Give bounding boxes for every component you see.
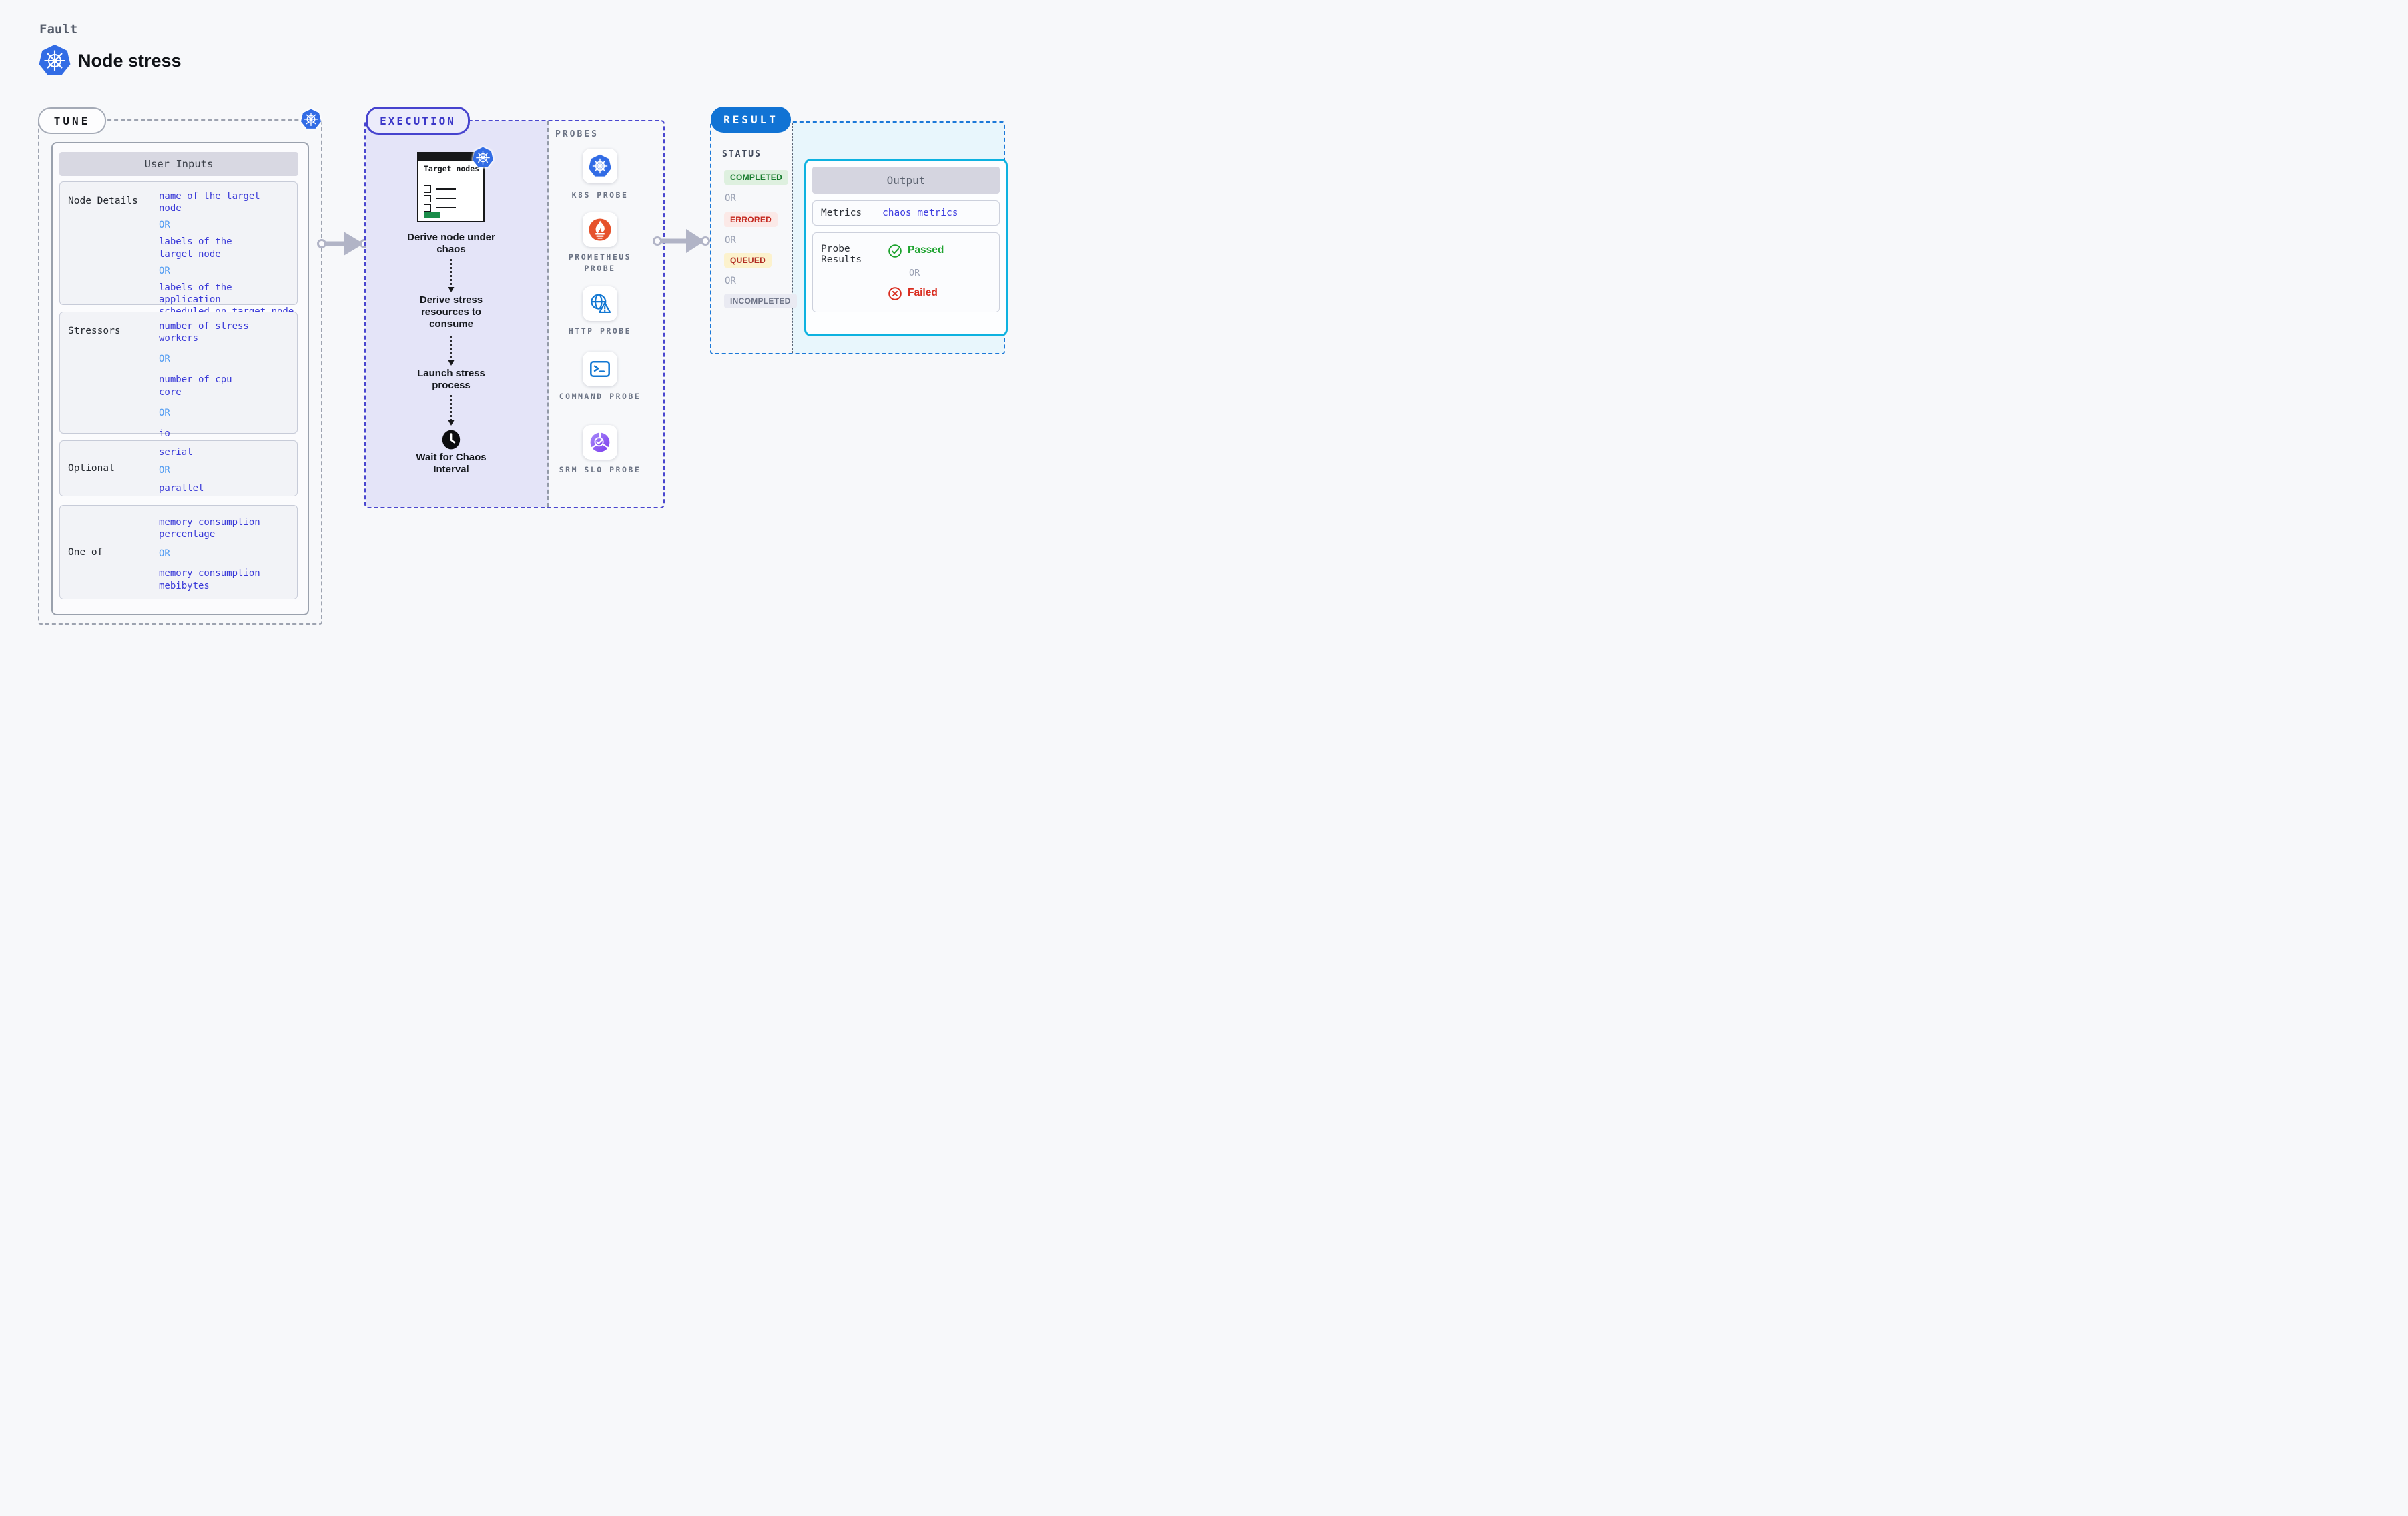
x-circle-icon (888, 286, 902, 301)
status-badge-queued: QUEUED (724, 253, 772, 268)
or-separator: OR (159, 465, 170, 476)
row-label: One of (68, 546, 103, 558)
row-value: parallel (159, 483, 204, 494)
output-header: Output (812, 167, 1000, 194)
probes-title: PROBES (555, 129, 599, 139)
tune-badge: TUNE (38, 107, 106, 134)
dotted-arrow-icon (448, 336, 455, 366)
row-value: memory consumption percentage (159, 517, 260, 540)
result-badge: RESULT (711, 107, 791, 133)
status-badge-incompleted: INCOMPLETED (724, 294, 797, 308)
or-separator: OR (159, 354, 170, 365)
flow-arrow-icon (653, 229, 710, 253)
row-value: number of cpu core (159, 374, 232, 398)
probe-card-http (583, 286, 617, 321)
kubernetes-icon (38, 44, 71, 77)
green-button-shape (424, 212, 440, 218)
or-separator: OR (725, 193, 736, 204)
probe-card-k8s (583, 149, 617, 183)
execution-badge: EXECUTION (366, 107, 470, 135)
output-panel: Output Metrics chaos metrics Probe Resul… (804, 159, 1008, 336)
table-row-optional: Optional serial OR parallel (59, 440, 298, 496)
tune-section (38, 119, 322, 625)
metrics-label: Metrics (821, 208, 862, 218)
card-title: Target nodes (424, 164, 480, 173)
http-globe-icon (588, 292, 612, 316)
terminal-icon (588, 357, 612, 381)
target-nodes-card: Target nodes (417, 152, 485, 222)
dotted-arrow-icon (448, 259, 455, 292)
list-line (436, 188, 456, 190)
kubernetes-icon (472, 147, 494, 169)
probe-label: PROMETHEUS PROBE (568, 252, 632, 274)
row-value: labels of the target node (159, 236, 232, 260)
table-row-stressors: Stressors number of stress workers OR nu… (59, 312, 298, 439)
status-title: STATUS (722, 149, 762, 159)
table-row-one-of: One of memory consumption percentage OR … (59, 505, 298, 599)
row-value: io (159, 428, 170, 439)
step-wait-interval: Wait for Chaos Interval (416, 452, 487, 475)
or-separator: OR (159, 407, 170, 418)
step-derive-node: Derive node under chaos (407, 232, 495, 255)
row-label: Node Details (68, 196, 138, 206)
or-separator: OR (725, 235, 736, 246)
kubernetes-icon (300, 109, 322, 130)
row-value: number of stress workers (159, 321, 249, 344)
flow-arrow-icon (317, 232, 369, 256)
or-separator: OR (909, 268, 920, 278)
probe-results-row: Probe Results Passed OR Failed (812, 232, 1000, 312)
row-value: serial (159, 447, 193, 458)
table-row-node-details: Node Details name of the target node OR … (59, 181, 298, 317)
card-titlebar (418, 153, 483, 161)
prometheus-icon (588, 218, 612, 242)
failed-label: Failed (908, 287, 938, 298)
probe-card-command (583, 352, 617, 386)
or-separator: OR (159, 220, 170, 231)
user-inputs-header: User Inputs (59, 152, 298, 176)
probe-label: HTTP PROBE (568, 326, 632, 336)
checkbox-icon (424, 185, 431, 193)
metrics-row: Metrics chaos metrics (812, 200, 1000, 226)
row-value: name of the target node (159, 191, 260, 214)
probe-card-srm-slo (583, 425, 617, 460)
clock-icon (441, 430, 461, 450)
probe-card-prometheus (583, 212, 617, 247)
or-separator: OR (159, 265, 170, 276)
or-separator: OR (725, 276, 736, 286)
check-circle-icon (888, 244, 902, 258)
node-stress-diagram: Fault Node stress TUNE User Inputs Node … (0, 0, 1046, 659)
probe-label: SRM SLO PROBE (559, 465, 641, 474)
page-title: Node stress (78, 51, 182, 71)
probe-results-label: Probe Results (821, 244, 862, 265)
probe-label: K8S PROBE (571, 190, 629, 200)
list-line (436, 207, 456, 208)
passed-label: Passed (908, 244, 944, 256)
user-inputs-table: User Inputs Node Details name of the tar… (51, 142, 309, 615)
dotted-arrow-icon (448, 395, 455, 426)
metrics-value: chaos metrics (882, 208, 958, 218)
row-label: Stressors (68, 326, 121, 336)
probe-label: COMMAND PROBE (559, 392, 641, 401)
status-badge-errored: ERRORED (724, 212, 778, 227)
fault-eyebrow: Fault (39, 22, 78, 37)
kubernetes-icon (588, 154, 612, 178)
or-separator: OR (159, 548, 170, 560)
step-launch-stress: Launch stress process (417, 368, 485, 391)
list-line (436, 198, 456, 199)
row-label: Optional (68, 463, 115, 474)
probe-results-values: Passed OR Failed (882, 233, 999, 312)
step-derive-stress: Derive stress resources to consume (419, 294, 483, 330)
row-value: memory consumption mebibytes (159, 568, 260, 591)
checkbox-icon (424, 204, 431, 212)
slo-donut-icon (588, 430, 612, 454)
status-badge-completed: COMPLETED (724, 170, 789, 185)
checkbox-icon (424, 195, 431, 202)
